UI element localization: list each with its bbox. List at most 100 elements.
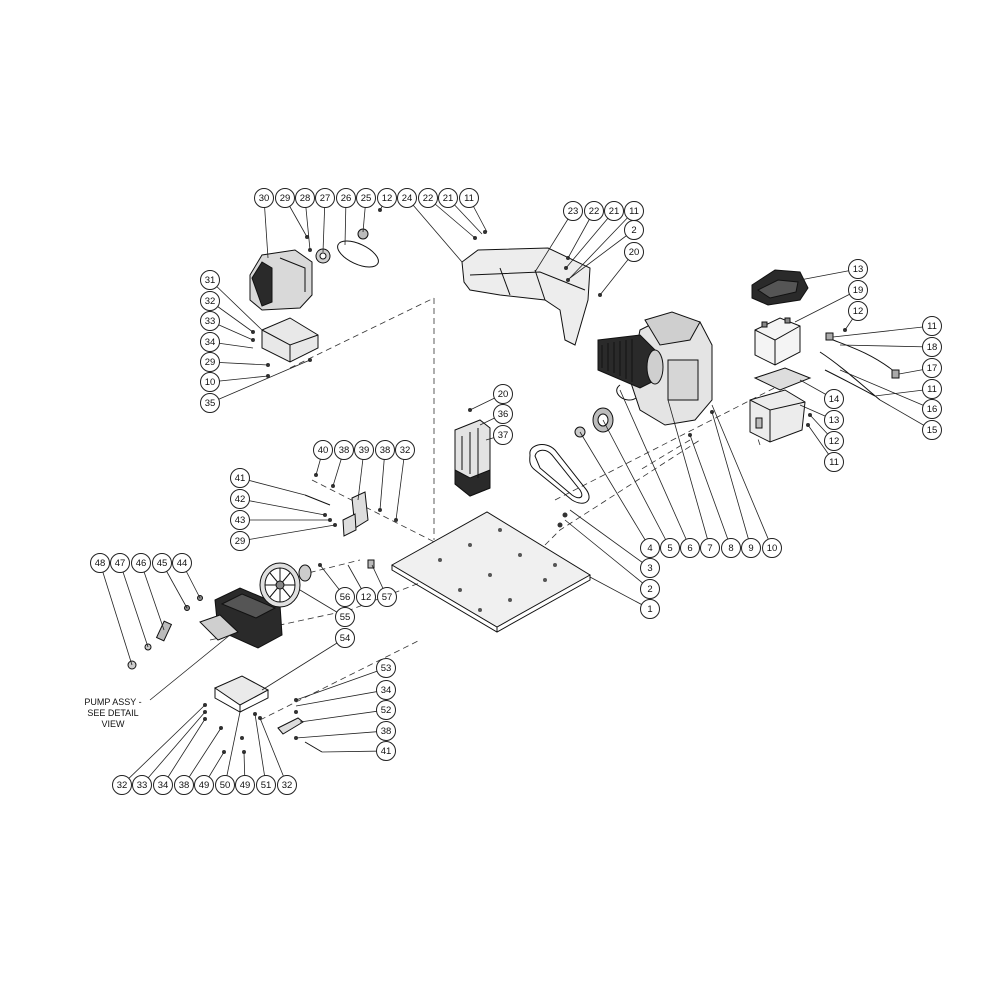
balloon-circle <box>215 775 235 795</box>
callout-balloon-32: 32 <box>277 775 297 795</box>
callout-balloon-23: 23 <box>563 201 583 221</box>
bracket-part <box>454 419 491 497</box>
balloon-number: 33 <box>137 780 148 791</box>
balloon-number: 20 <box>629 247 640 258</box>
balloon-number: 2 <box>647 584 652 595</box>
balloon-circle <box>194 775 214 795</box>
balloon-number: 2 <box>631 225 636 236</box>
balloon-circle <box>584 201 604 221</box>
balloon-number: 33 <box>205 316 216 327</box>
balloon-number: 35 <box>205 398 216 409</box>
callout-balloon-25: 25 <box>356 188 376 208</box>
callout-balloon-54: 54 <box>335 628 355 648</box>
leader-line <box>259 717 288 786</box>
balloon-number: 14 <box>829 394 840 405</box>
leader-line <box>839 369 933 410</box>
leader-line <box>794 289 859 323</box>
callout-balloon-21: 21 <box>604 201 624 221</box>
balloon-number: 32 <box>282 780 293 791</box>
balloon-circle <box>152 553 172 573</box>
callout-balloon-11: 11 <box>922 379 942 399</box>
balloon-number: 41 <box>381 746 392 757</box>
balloon-number: 21 <box>443 193 454 204</box>
balloon-circle <box>376 721 396 741</box>
leader-line <box>121 704 206 786</box>
callout-balloon-19: 19 <box>848 280 868 300</box>
balloon-circle <box>640 599 660 619</box>
balloon-circle <box>200 270 220 290</box>
balloon-circle <box>418 188 438 208</box>
leader-line <box>711 411 752 549</box>
balloon-number: 34 <box>381 685 392 696</box>
callout-balloon-47: 47 <box>110 553 130 573</box>
balloon-circle <box>922 316 942 336</box>
balloon-number: 24 <box>402 193 413 204</box>
leader-line <box>569 509 651 569</box>
leader-line <box>379 449 386 511</box>
callout-balloon-30: 30 <box>254 188 274 208</box>
drive-belt-part <box>529 444 590 504</box>
battery-cover-part <box>751 269 809 306</box>
note-line-2: SEE DETAIL <box>87 708 138 718</box>
callout-balloon-18: 18 <box>922 337 942 357</box>
balloon-number: 12 <box>829 436 840 447</box>
base-plate-part <box>390 511 591 633</box>
balloon-circle <box>376 741 396 761</box>
callout-balloon-1: 1 <box>640 599 660 619</box>
callout-balloon-12: 12 <box>377 188 397 208</box>
balloon-number: 6 <box>687 543 692 554</box>
balloon-circle <box>356 188 376 208</box>
balloon-circle <box>335 607 355 627</box>
callout-balloon-32: 32 <box>112 775 132 795</box>
balloon-number: 49 <box>240 780 251 791</box>
balloon-circle <box>230 489 250 509</box>
callout-balloon-38: 38 <box>375 440 395 460</box>
battery-mat-part <box>753 367 812 391</box>
callout-balloon-10: 10 <box>200 372 220 392</box>
balloon-circle <box>254 188 274 208</box>
balloon-number: 39 <box>359 445 370 456</box>
balloon-number: 34 <box>158 780 169 791</box>
battery-part <box>754 317 801 366</box>
leader-line <box>602 419 671 549</box>
callout-balloon-22: 22 <box>418 188 438 208</box>
balloon-number: 40 <box>318 445 329 456</box>
balloon-circle <box>334 440 354 460</box>
callout-balloon-14: 14 <box>824 389 844 409</box>
battery-cables-part <box>819 332 900 401</box>
pump-assy-note: PUMP ASSY - SEE DETAIL VIEW <box>84 697 141 729</box>
leader-line <box>689 434 732 549</box>
balloon-circle <box>922 358 942 378</box>
note-line-1: PUMP ASSY - <box>84 697 141 707</box>
parts-artwork <box>127 208 900 754</box>
balloon-circle <box>235 775 255 795</box>
balloon-circle <box>376 658 396 678</box>
balloon-circle <box>200 352 220 372</box>
balloon-number: 17 <box>927 363 938 374</box>
balloon-circle <box>922 399 942 419</box>
leader-line <box>254 713 267 786</box>
leader-line <box>589 576 651 610</box>
callout-balloon-45: 45 <box>152 553 172 573</box>
leader-line <box>140 562 165 631</box>
leader-line <box>224 711 241 786</box>
callout-balloon-39: 39 <box>354 440 374 460</box>
balloon-circle <box>230 468 250 488</box>
balloon-number: 22 <box>589 206 600 217</box>
balloon-circle <box>110 553 130 573</box>
balloon-number: 5 <box>667 543 672 554</box>
callout-balloon-4: 4 <box>640 538 660 558</box>
callout-balloon-20: 20 <box>624 242 644 262</box>
callout-balloon-20: 20 <box>493 384 513 404</box>
balloon-circle <box>90 553 110 573</box>
balloon-number: 23 <box>568 206 579 217</box>
balloon-number: 10 <box>205 377 216 388</box>
callout-balloon-36: 36 <box>493 404 513 424</box>
balloon-number: 25 <box>361 193 372 204</box>
balloon-circle <box>640 538 660 558</box>
balloon-circle <box>230 510 250 530</box>
balloon-circle <box>459 188 479 208</box>
balloon-number: 51 <box>261 780 272 791</box>
balloon-circle <box>824 389 844 409</box>
balloon-circle <box>295 188 315 208</box>
